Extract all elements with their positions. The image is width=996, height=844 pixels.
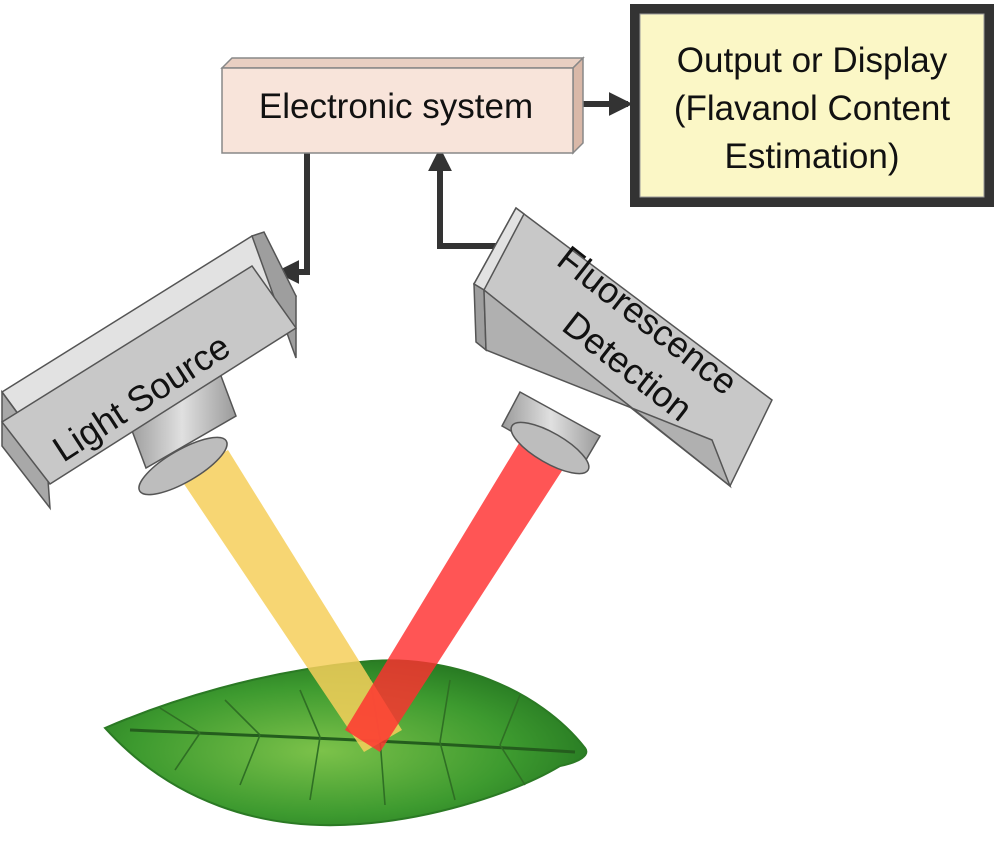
- arrow-electronic-to-light-source: [275, 152, 310, 284]
- output-label-line1: Output or Display: [677, 41, 948, 80]
- fluorescence-detector-device: Fluorescence Detection: [472, 206, 773, 489]
- output-label-line2: (Flavanol Content: [674, 89, 951, 128]
- electronic-system-label: Electronic system: [259, 87, 533, 126]
- detector-lens: [500, 390, 602, 475]
- light-source-device: Light Source: [0, 231, 298, 511]
- output-label-line3: Estimation): [724, 137, 899, 176]
- arrow-detector-to-electronic: [428, 147, 500, 249]
- output-display-box: Output or Display (Flavanol Content Esti…: [630, 4, 994, 207]
- light-source-lens: [127, 366, 237, 496]
- excitation-beam: [180, 450, 402, 752]
- electronic-system-box: Electronic system: [220, 56, 585, 155]
- emission-beam: [345, 430, 578, 752]
